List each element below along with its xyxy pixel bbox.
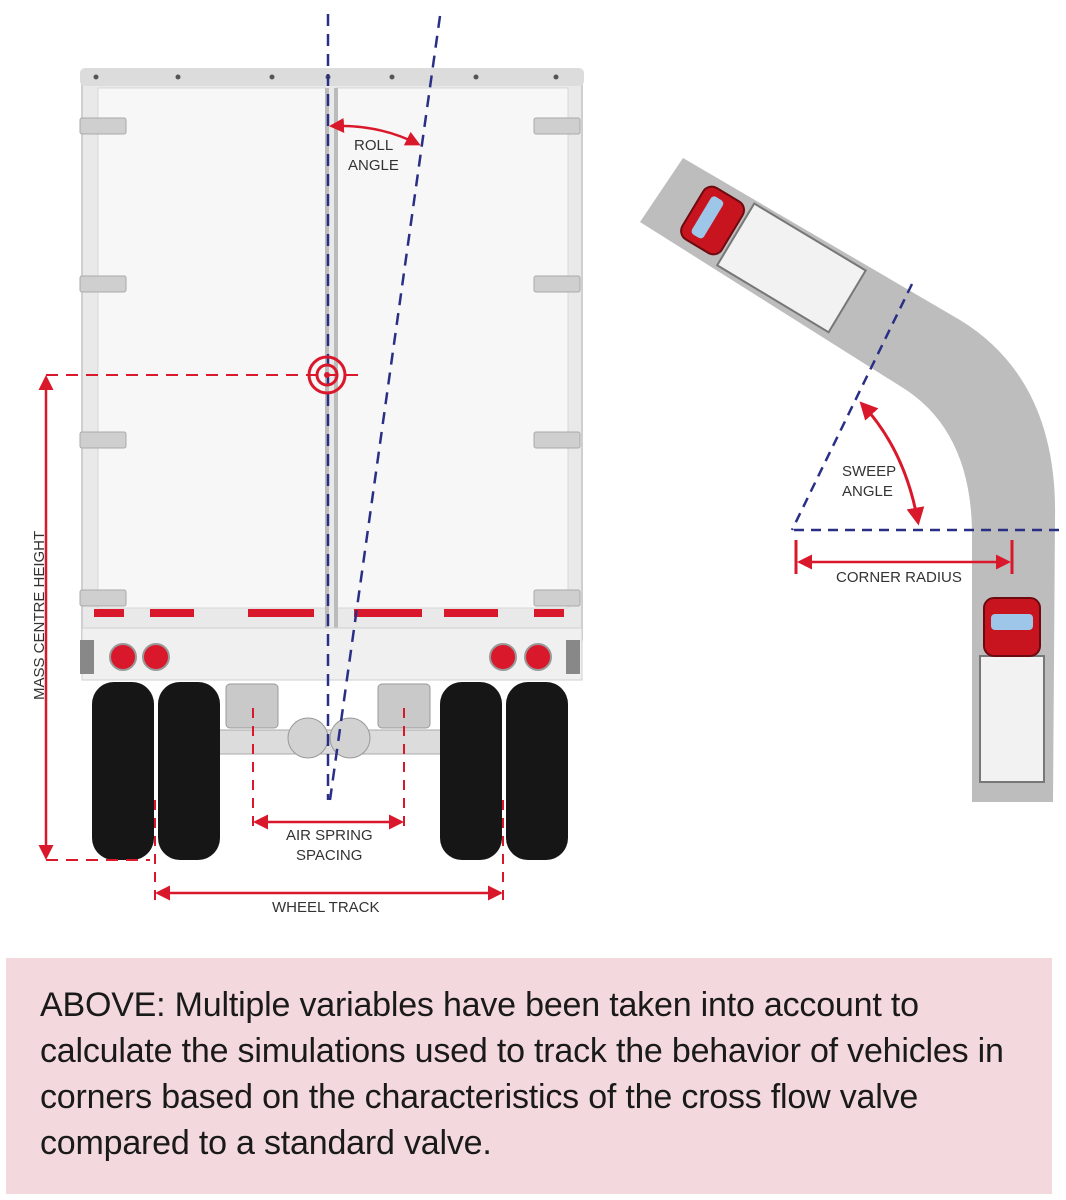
roll-angle-label-line1: ROLL (354, 137, 393, 154)
caption-box: ABOVE: Multiple variables have been take… (6, 958, 1052, 1194)
tail-lights (80, 640, 580, 674)
sweep-angle-arrow (859, 401, 925, 526)
trailer-top-rail (80, 68, 584, 86)
road (640, 158, 1056, 802)
truck-top-angled (680, 185, 868, 334)
mass-centre-height-label: MASS CENTRE HEIGHT (31, 531, 48, 700)
truck-bottom (979, 597, 1045, 783)
sweep-diagonal-line (790, 283, 914, 531)
air-spring-spacing-label-line1: AIR SPRING (286, 827, 373, 844)
diagram: ROLL ANGLE MASS CENTRE HEIGHT AIR SPRING… (31, 14, 1062, 916)
roll-angle-arrow (329, 117, 421, 146)
wheel-track-label: WHEEL TRACK (272, 899, 380, 916)
trailer-rear-view (79, 68, 584, 860)
trailer-door-right (335, 87, 569, 609)
trailer-door-left (97, 87, 327, 609)
tires (92, 682, 568, 860)
caption-text: ABOVE: Multiple variables have been take… (40, 986, 1004, 1162)
door-hinges (79, 117, 581, 607)
roll-angle-label-line2: ANGLE (348, 157, 399, 174)
sweep-angle-label-line1: SWEEP (842, 463, 896, 480)
suspension (213, 683, 451, 759)
sweep-angle-label-line2: ANGLE (842, 483, 893, 500)
reflective-tape (94, 609, 564, 617)
corner-radius-label: CORNER RADIUS (836, 569, 962, 586)
roll-axis-line (328, 15, 442, 801)
air-spring-spacing-label-line2: SPACING (296, 847, 362, 864)
